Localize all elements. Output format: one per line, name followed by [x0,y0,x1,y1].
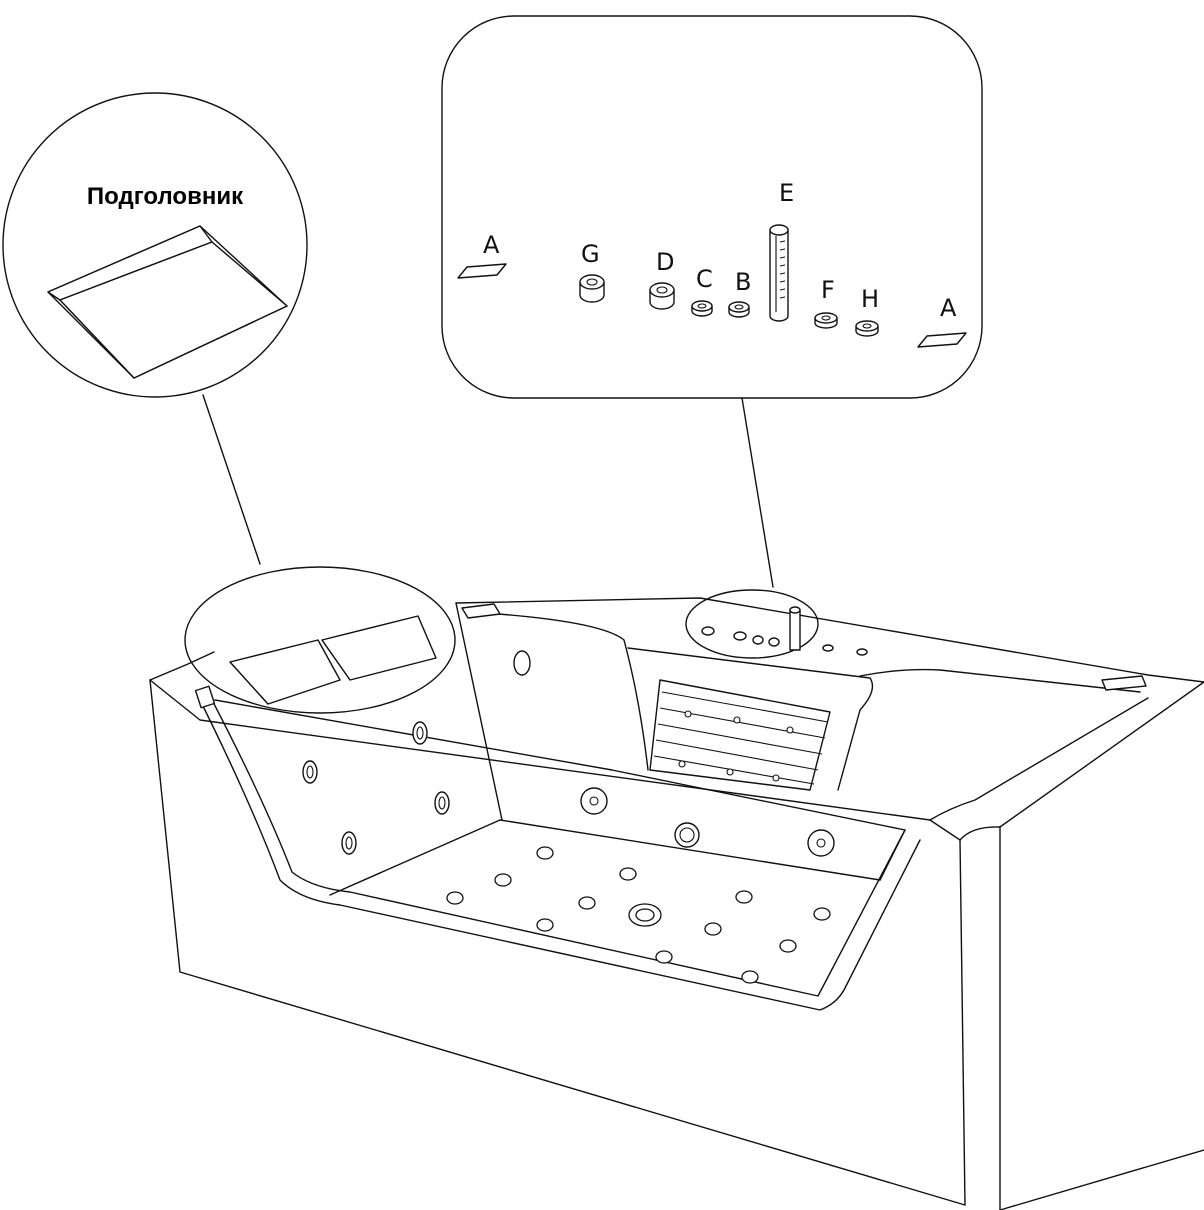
tub-right-edge [959,839,966,1206]
rim-controls [701,606,868,656]
tub-rim-left [149,651,215,681]
tub-inner-back [214,699,906,831]
part-h-icon [855,320,879,337]
headrest-callout-circle [2,92,308,398]
label-g: G [581,240,600,268]
label-f: F [821,276,835,304]
part-a-right-icon [917,332,967,348]
headrest-callout: Подголовник [2,92,456,714]
label-a-right: A [940,294,957,322]
tub-front-panel [149,679,966,1206]
bathtub [149,597,1204,1210]
label-e: E [779,179,794,207]
part-f-icon [814,312,838,329]
back-jets [678,710,794,782]
label-a-left: A [483,231,500,259]
tub-rim-back [455,597,1204,683]
part-d-icon [649,282,675,310]
tub-front-rim [149,679,961,841]
tub-right-top [999,681,1204,828]
part-a-left-icon [457,263,507,279]
tub-headrest-right [321,615,437,681]
headrest-title: Подголовник [87,183,244,210]
label-h: H [861,285,879,313]
floor-jets [446,846,831,984]
rim-cover-right [1101,675,1147,691]
wall-jets [302,650,835,857]
part-c-icon [691,300,713,317]
back-slat-panel [649,679,831,791]
part-b-icon [728,301,750,318]
label-d: D [656,248,674,276]
headrest-icon [47,225,288,379]
tub-right-bottom [999,1149,1204,1210]
part-e-icon [769,224,789,322]
label-b: B [735,268,751,296]
controls-detail-ellipse [685,589,819,659]
controls-callout: A G D C B E F H A [441,15,983,659]
controls-leader-line [741,397,774,588]
tub-headrest-left [229,639,341,705]
headrest-leader-line [202,394,261,565]
controls-callout-box [441,15,983,399]
label-c: C [696,265,713,293]
rim-cover-left [461,603,501,619]
headrest-detail-ellipse [184,566,456,714]
glass-window-frame [195,691,921,1011]
part-g-icon [579,274,605,303]
